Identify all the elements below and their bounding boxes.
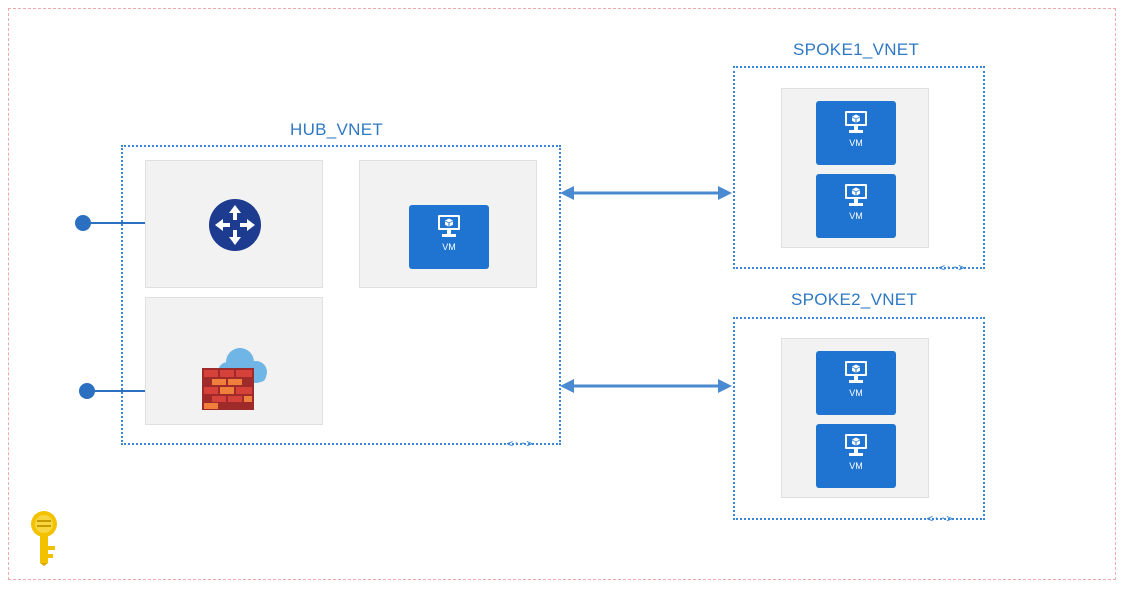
- hub-spoke2-peering-arrow: [560, 379, 732, 393]
- spoke2-vnet-title: SPOKE2_VNET: [791, 290, 918, 309]
- hub-vnet: <··>: [121, 145, 561, 450]
- router-tile: [145, 160, 323, 288]
- spoke1-vm-1-label: VM: [849, 138, 863, 148]
- spoke2-vm-tile: VM VM: [781, 338, 929, 498]
- peering-icon: <··>: [506, 437, 534, 450]
- spoke1-vm-tile: VM VM: [781, 88, 929, 248]
- spoke1-vm-2-label: VM: [849, 211, 863, 221]
- hub-spoke1-peering-arrow: [560, 186, 732, 200]
- vm-icon: [845, 184, 867, 206]
- vm-icon: [845, 434, 867, 456]
- resource-group-boundary: [8, 8, 1116, 580]
- peering-icon: <··>: [926, 512, 954, 525]
- spoke1-vnet: <··>: [733, 66, 985, 274]
- hub-vm-tile: VM: [359, 160, 537, 288]
- spoke1-vm-2[interactable]: VM: [816, 174, 896, 238]
- vm-icon: [845, 361, 867, 383]
- spoke2-vnet: <··>: [733, 317, 985, 525]
- key-icon: [26, 510, 62, 571]
- hub-vm-label: VM: [442, 242, 456, 252]
- firewall-tile: [145, 297, 323, 425]
- spoke2-vm-2[interactable]: VM: [816, 424, 896, 488]
- peering-icon: <··>: [938, 261, 966, 274]
- hub-vnet-title: HUB_VNET: [290, 120, 384, 139]
- router-icon: [208, 198, 262, 257]
- spoke2-vm-1-label: VM: [849, 388, 863, 398]
- firewall-icon: [202, 342, 272, 415]
- spoke2-vm-2-label: VM: [849, 461, 863, 471]
- spoke1-vnet-title: SPOKE1_VNET: [793, 40, 920, 59]
- vm-icon: [845, 111, 867, 133]
- hub-vm[interactable]: VM: [409, 205, 489, 269]
- vm-icon: [438, 215, 460, 237]
- spoke2-vm-1[interactable]: VM: [816, 351, 896, 415]
- spoke1-vm-1[interactable]: VM: [816, 101, 896, 165]
